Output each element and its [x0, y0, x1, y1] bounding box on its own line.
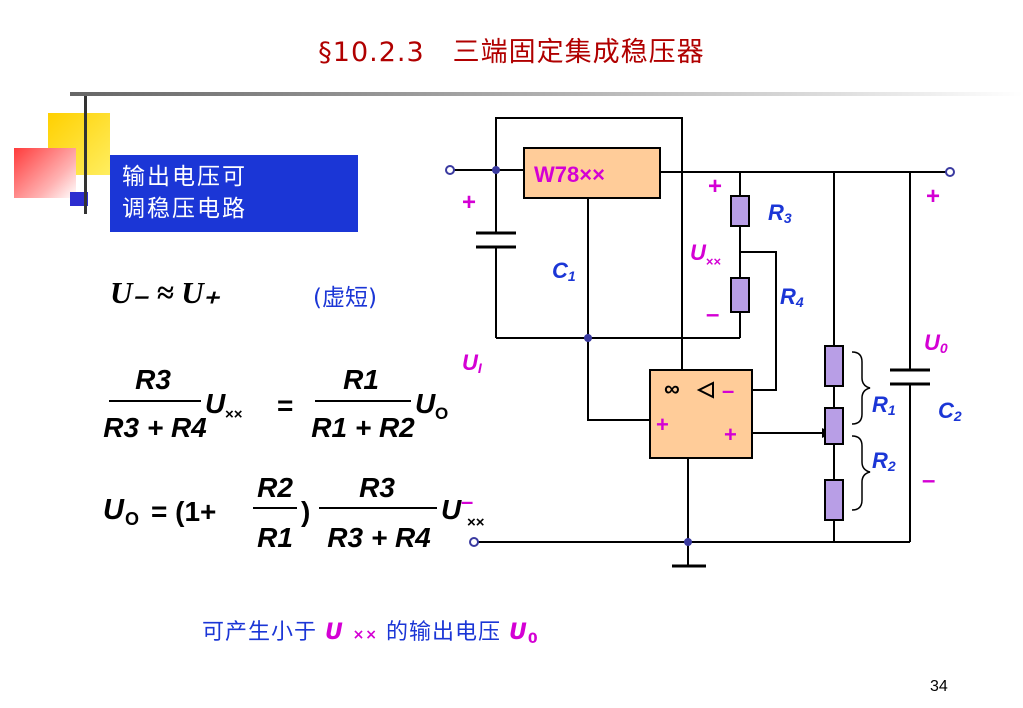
section-heading-line2: 调稳压电路: [122, 196, 247, 222]
label-plus-uxx: +: [708, 173, 722, 200]
title-divider: [70, 92, 1023, 96]
label-r4: R4: [780, 284, 804, 310]
eq3-frac2-denominator: R3 + R4: [327, 522, 431, 553]
eq2-rhs-numerator: R1: [343, 364, 379, 395]
decor-blue-square: [70, 192, 88, 206]
eq3-close: ): [301, 496, 310, 527]
equation-virtual-short-note: (虚短): [313, 285, 377, 311]
eq2-rhs-denominator: R1 + R2: [311, 412, 415, 443]
eq3-tail-subscript: ××: [467, 514, 485, 531]
label-plus-input: +: [462, 189, 476, 216]
regulator-label: W78××: [534, 162, 605, 187]
eq3-frac2-numerator: R3: [359, 472, 395, 503]
note-part2: 的输出电压: [386, 620, 502, 645]
label-minus-output: –: [922, 467, 935, 494]
wire-opamp-minus: [740, 251, 777, 391]
label-r1: R1: [872, 392, 896, 418]
eq3-lhs-symbol: U: [103, 494, 125, 526]
opamp-plus-left: +: [656, 412, 669, 437]
label-minus-uxx: –: [706, 301, 719, 328]
label-r3: R3: [768, 200, 792, 226]
section-heading-line1: 输出电压可: [122, 164, 247, 190]
eq3-lhs-subscript: O: [125, 509, 139, 529]
label-plus-output: +: [926, 183, 940, 210]
page-title: §10.2.3 三端固定集成稳压器: [318, 37, 705, 68]
terminal-ground: [469, 537, 479, 547]
resistor-r2-bottom: [824, 479, 844, 521]
brace-r2: [851, 435, 871, 511]
terminal-input: [445, 165, 455, 175]
eq2-lhs-numerator: R3: [135, 364, 171, 395]
eq2-rhs-subscript: O: [435, 404, 448, 423]
decor-red-square: [14, 148, 76, 198]
eq2-lhs-subscript: ××: [225, 406, 243, 423]
opamp-plus-right: +: [724, 422, 737, 447]
label-c2: C2: [938, 398, 962, 424]
node-ground: [684, 538, 692, 546]
terminal-output: [945, 167, 955, 177]
note-part1: 可产生小于: [202, 620, 318, 645]
node-common: [584, 334, 592, 342]
resistor-r1-top: [824, 345, 844, 387]
opamp-infinity: ∞: [664, 376, 680, 401]
eq3-overlap-minus: –: [461, 489, 473, 514]
label-uo: U0: [924, 330, 948, 356]
resistor-r3: [730, 195, 750, 227]
eq2-rhs-symbol: U: [415, 388, 436, 419]
potentiometer: [824, 407, 844, 445]
node-input: [492, 166, 500, 174]
eq3-frac1-denominator: R1: [257, 522, 293, 553]
formula-block: R3 R3 + R4 U ×× = R1 R1 + R2 U O U O = (…: [103, 364, 485, 553]
label-ui: UI: [462, 350, 483, 376]
wire-regulator-feed: [495, 117, 683, 378]
eq2-lhs-denominator: R3 + R4: [103, 412, 207, 443]
note-symbol: U ××: [325, 620, 379, 645]
conclusion-note: 可产生小于 U ×× 的输出电压 U0: [202, 614, 539, 647]
page-number: 34: [930, 678, 948, 695]
note-symbol2: U0: [509, 620, 539, 647]
label-r2: R2: [872, 448, 896, 474]
resistor-r4: [730, 277, 750, 313]
eq2-equals: =: [277, 390, 293, 421]
decor-vertical-line: [84, 96, 87, 214]
equation-virtual-short: U₋ ≈ U₊: [110, 275, 221, 310]
regulator-w78xx: [523, 147, 661, 199]
eq2-lhs-symbol: U: [205, 388, 226, 419]
label-uxx: U××: [690, 240, 721, 269]
eq3-open: = (1+: [151, 496, 216, 527]
brace-r1: [851, 351, 871, 425]
opamp: [649, 369, 753, 459]
label-c1: C1: [552, 258, 576, 284]
eq3-tail-symbol: U: [441, 494, 462, 525]
opamp-minus: –: [722, 378, 734, 403]
wire-reg-common-opamp: [587, 198, 650, 421]
section-heading-box: 输出电压可 调稳压电路: [110, 155, 358, 232]
eq3-frac1-numerator: R2: [257, 472, 293, 503]
opamp-triangle-icon: [696, 381, 714, 399]
